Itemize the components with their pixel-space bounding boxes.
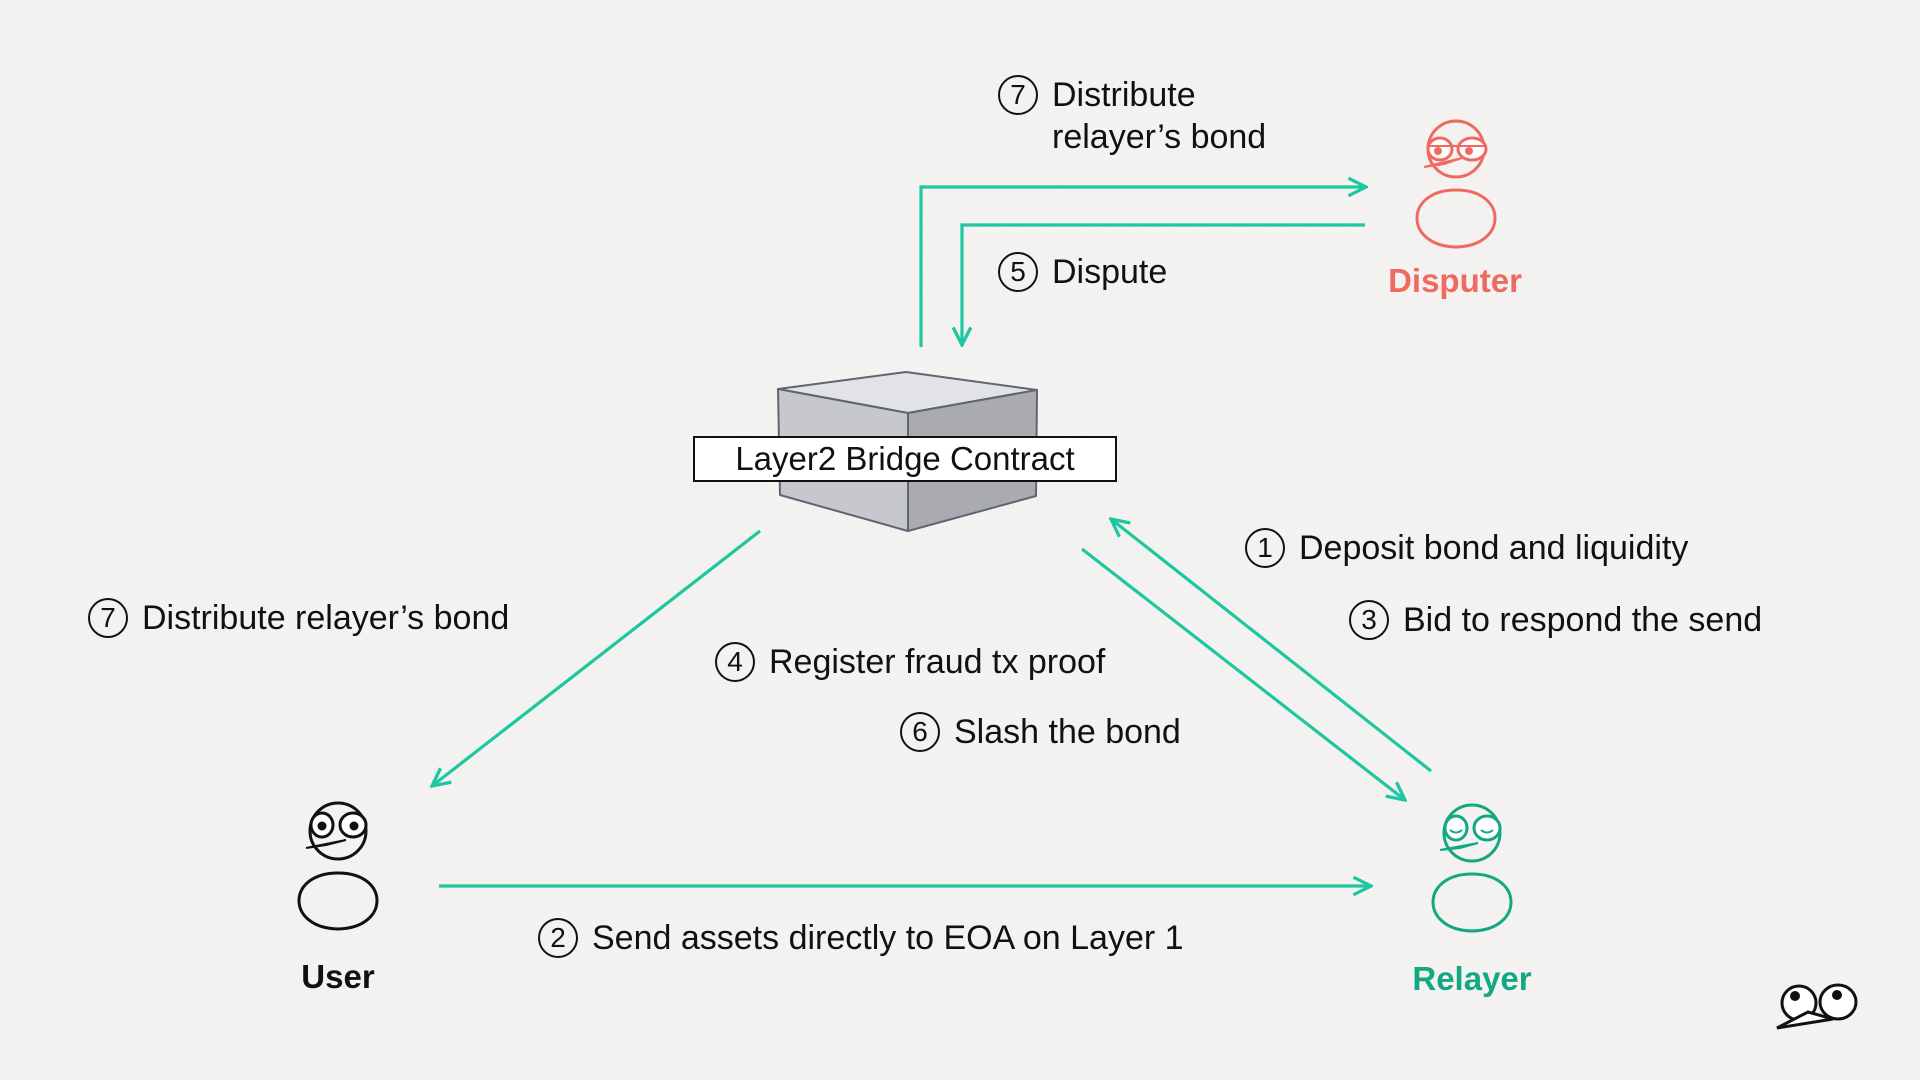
user-avatar-icon [297, 801, 379, 931]
step-number-badge: 6 [900, 712, 940, 752]
arrow-contract-to-disputer [919, 187, 1366, 347]
step-3-label: 3 Bid to respond the send [1349, 599, 1762, 641]
step-text: Distribute relayer’s bond [1052, 76, 1267, 156]
arrow-contract-to-relayer [1081, 547, 1405, 800]
contract-label: Layer2 Bridge Contract [693, 436, 1117, 482]
arrow-disputer-to-contract [962, 223, 1365, 345]
step-5-label: 5 Dispute [998, 251, 1167, 293]
step-1-label: 1 Deposit bond and liquidity [1245, 527, 1688, 569]
step-6-label: 6 Slash the bond [900, 711, 1181, 753]
step-7-disputer-label: 7 Distribute relayer’s bond [998, 74, 1266, 158]
step-text: Distribute relayer’s bond [142, 599, 510, 637]
step-text: Bid to respond the send [1403, 601, 1763, 639]
step-number-badge: 7 [88, 598, 128, 638]
step-text: Deposit bond and liquidity [1299, 529, 1689, 567]
user-name: User [301, 958, 375, 995]
arrow-contract-to-user [432, 529, 761, 786]
peeking-eyes-logo-icon [1776, 983, 1858, 1030]
step-number-badge: 3 [1349, 600, 1389, 640]
step-number-badge: 1 [1245, 528, 1285, 568]
disputer-name: Disputer [1388, 262, 1522, 299]
step-number-badge: 7 [998, 75, 1038, 115]
step-number-badge: 5 [998, 252, 1038, 292]
step-text: Send assets directly to EOA on Layer 1 [592, 919, 1184, 957]
step-number-badge: 2 [538, 918, 578, 958]
relayer-name: Relayer [1412, 960, 1532, 997]
contract-cube-icon [777, 371, 1038, 532]
step-number-badge: 4 [715, 642, 755, 682]
step-4-label: 4 Register fraud tx proof [715, 641, 1105, 683]
step-text: Slash the bond [954, 713, 1181, 751]
relayer-avatar-icon [1431, 803, 1513, 933]
step-2-label: 2 Send assets directly to EOA on Layer 1 [538, 917, 1184, 959]
step-text: Dispute [1052, 253, 1168, 291]
arrow-relayer-to-contract [1111, 519, 1432, 773]
disputer-avatar-icon [1415, 119, 1497, 249]
step-7-user-label: 7 Distribute relayer’s bond [88, 597, 509, 639]
step-text: Register fraud tx proof [769, 643, 1106, 681]
